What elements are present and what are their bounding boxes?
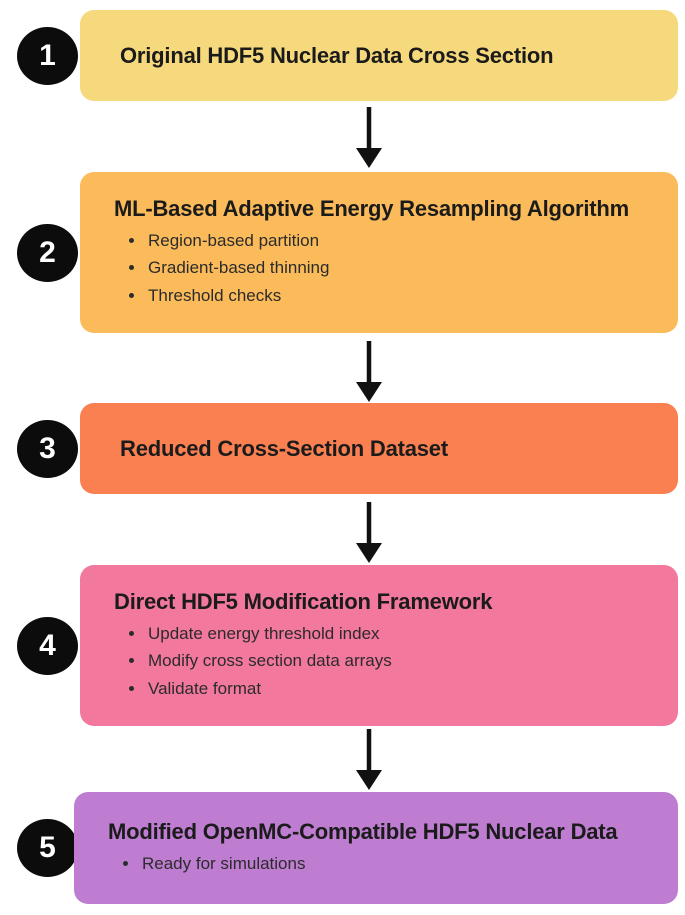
- step-5-bullets: Ready for simulations: [108, 850, 670, 878]
- step-2-box: ML-Based Adaptive Energy Resampling Algo…: [80, 172, 678, 333]
- step-1-box: Original HDF5 Nuclear Data Cross Section: [80, 10, 678, 101]
- step-2-number: 2: [39, 236, 56, 269]
- step-4-box: Direct HDF5 Modification Framework Updat…: [80, 565, 678, 726]
- step-2-title: ML-Based Adaptive Energy Resampling Algo…: [114, 195, 630, 221]
- bullet-item: Ready for simulations: [140, 850, 670, 878]
- bullet-item: Threshold checks: [146, 282, 670, 310]
- step-1-number-badge: 1: [17, 27, 78, 85]
- step-5-number: 5: [39, 831, 56, 864]
- step-4-bullets: Update energy threshold index Modify cro…: [114, 620, 670, 703]
- step-3-number-badge: 3: [17, 420, 78, 478]
- step-5-box: Modified OpenMC-Compatible HDF5 Nuclear …: [74, 792, 678, 904]
- bullet-item: Validate format: [146, 675, 670, 703]
- step-3-title: Reduced Cross-Section Dataset: [120, 435, 448, 461]
- down-arrow-icon: [355, 106, 383, 168]
- step-3-box: Reduced Cross-Section Dataset: [80, 403, 678, 494]
- bullet-item: Modify cross section data arrays: [146, 647, 670, 675]
- step-1-title: Original HDF5 Nuclear Data Cross Section: [120, 42, 554, 68]
- down-arrow-icon: [355, 728, 383, 790]
- step-4-number: 4: [39, 629, 56, 662]
- down-arrow-icon: [355, 501, 383, 563]
- step-1-number: 1: [39, 39, 56, 72]
- down-arrow-icon: [355, 340, 383, 402]
- step-2-bullets: Region-based partition Gradient-based th…: [114, 227, 670, 310]
- step-3-number: 3: [39, 432, 56, 465]
- bullet-item: Region-based partition: [146, 227, 670, 255]
- bullet-item: Gradient-based thinning: [146, 254, 670, 282]
- step-5-title: Modified OpenMC-Compatible HDF5 Nuclear …: [108, 818, 618, 844]
- step-4-number-badge: 4: [17, 617, 78, 675]
- step-5-number-badge: 5: [17, 819, 78, 877]
- step-4-title: Direct HDF5 Modification Framework: [114, 588, 493, 614]
- step-2-number-badge: 2: [17, 224, 78, 282]
- bullet-item: Update energy threshold index: [146, 620, 670, 648]
